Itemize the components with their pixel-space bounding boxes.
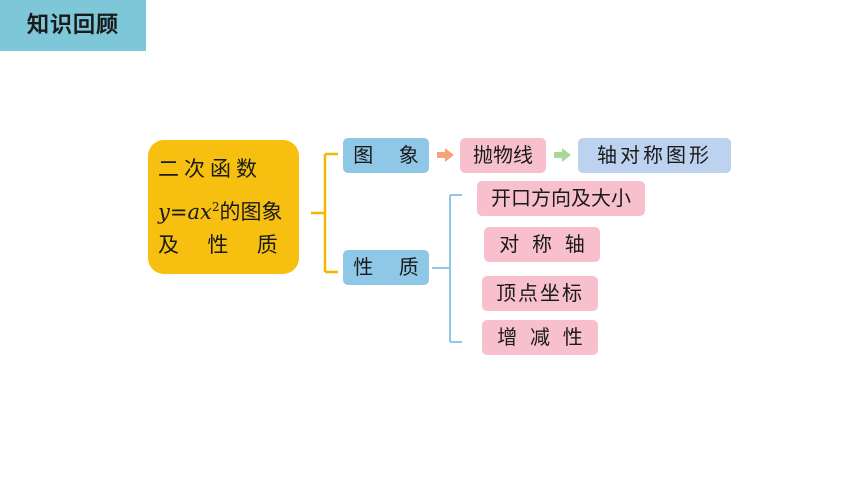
formula-exponent: 2 bbox=[211, 200, 220, 214]
formula-y: y bbox=[158, 200, 170, 224]
formula-suffix: 的图象 bbox=[219, 200, 283, 224]
branch-graph-label: 图 象 bbox=[343, 138, 429, 173]
formula-eq: = bbox=[169, 200, 188, 224]
main-topic-line3: 及 性 质 bbox=[158, 233, 283, 257]
property-item-vertex: 顶点坐标 bbox=[482, 276, 598, 311]
property-item-opening: 开口方向及大小 bbox=[477, 181, 645, 216]
main-brace bbox=[311, 152, 338, 274]
main-topic-box: 二次函数 y=ax2的图象 及 性 质 bbox=[148, 140, 299, 274]
main-topic-line1: 二次函数 bbox=[158, 157, 262, 181]
property-item-axis: 对 称 轴 bbox=[484, 227, 600, 262]
branch-properties-label: 性 质 bbox=[343, 250, 429, 285]
section-title-badge: 知识回顾 bbox=[0, 0, 146, 51]
main-topic-formula: y=ax2的图象 bbox=[158, 188, 291, 226]
arrow-icon bbox=[437, 148, 454, 162]
properties-brace bbox=[432, 194, 462, 343]
property-item-monotonicity: 增 减 性 bbox=[482, 320, 598, 355]
formula-ax: ax bbox=[187, 200, 212, 224]
graph-curve-box: 抛物线 bbox=[460, 138, 546, 173]
graph-symmetry-box: 轴对称图形 bbox=[578, 138, 731, 173]
arrow-icon bbox=[554, 148, 571, 162]
